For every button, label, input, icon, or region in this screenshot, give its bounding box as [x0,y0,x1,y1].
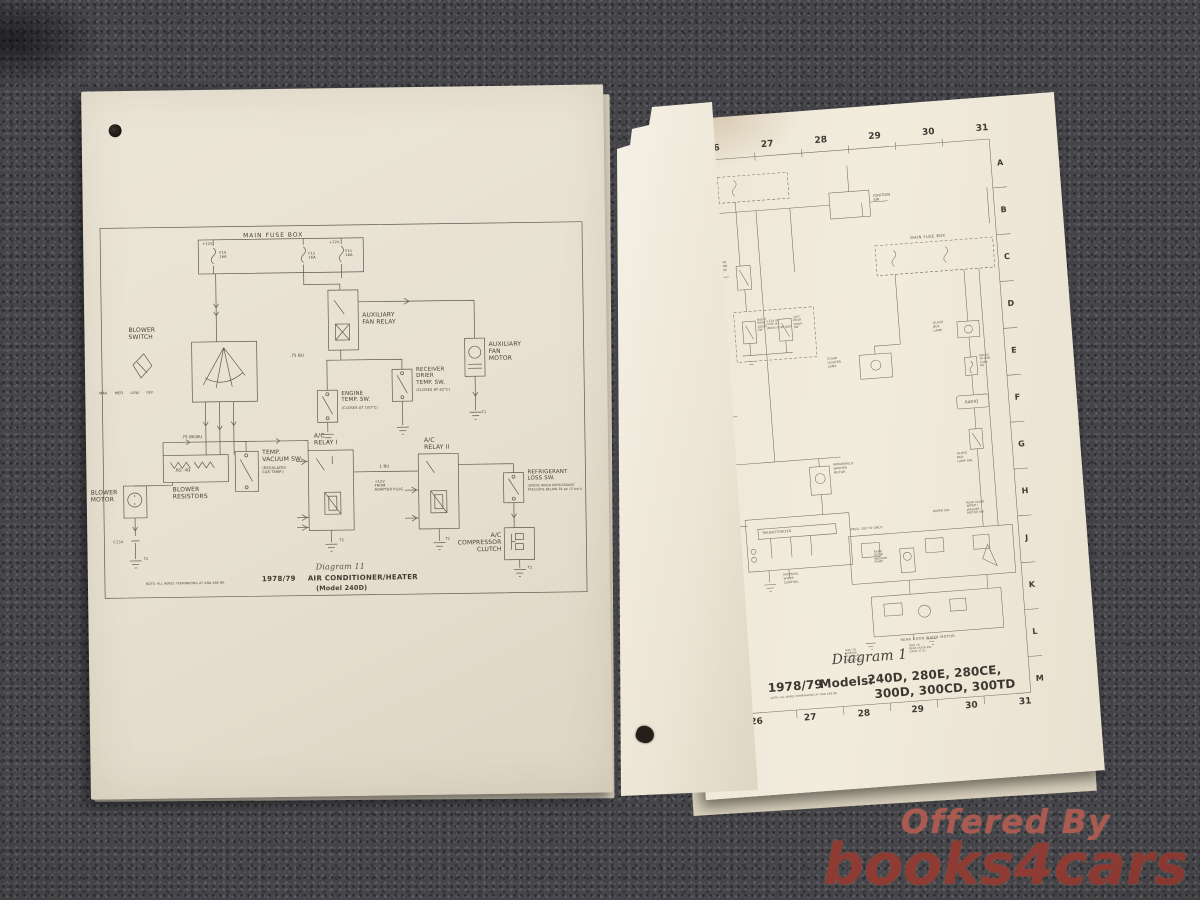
label-main-fuse-box: MAIN FUSE BOX [243,231,304,240]
watermark-offered-by: Offered By [900,801,1111,841]
label-radio-fuse: RADIO IN-LINE FUSE 8A [979,352,991,368]
label-gnd-t2-clutch: T2 [527,565,533,570]
label-blower-resistors: BLOWER RESISTORS [172,486,208,501]
label-wire-1bu: 1 BU [379,463,390,469]
row-k: K [1028,579,1036,590]
col-29-b: 29 [911,704,925,716]
row-b: B [1000,204,1007,215]
col-27: 27 [760,139,774,151]
row-f: F [1014,392,1021,402]
label-rear-door-washer-pump: REAR DOOR WASHER PUMP [873,549,888,565]
label-gnd-t2-relay2: T2 [445,536,451,541]
label-wire-bk-bu: .75 BK/BU [180,434,203,440]
left-title-diagram-11: Diagram 11 [315,561,366,572]
label-adapter-plug-note: +12V FROM ADAPTER PLUG [374,479,404,492]
label-glove-box-lamp-sw: GLOVE BOX LAMP SW. [956,450,973,463]
label-fuse-f10: F10 16A [219,250,227,259]
label-gnd-t2-blower: T2 [143,556,149,561]
label-connector-c134: C134 [113,540,124,545]
label-plus-12v-right: +12V [329,240,340,245]
label-interval-wiper-control: INTERVAL WIPER CONTROL [783,571,800,585]
row-e: E [1010,345,1017,355]
label-temp-vacuum-note: (REGULATES CAR TEMP.) [262,465,286,475]
label-windshield-washer-motor: WINDSHIELD WASHER MOTOR [833,461,854,475]
row-a: A [996,158,1004,168]
label-engine-temp-note: (CLOSES AT 100°C) [341,405,378,411]
left-title-text: AIR CONDITIONER/HEATER [307,573,419,583]
label-fuse-f11: F11 16A [345,248,353,258]
label-resistor-values: .6Ω .4Ω [174,467,191,473]
label-ac-relay-2: A/C RELAY II [423,436,450,452]
label-auxiliary-fan-motor: AUXILIARY FAN MOTOR [488,340,522,363]
row-j: J [1024,533,1029,543]
watermark: Offered By books4cars [823,801,1188,899]
label-ac-compressor-clutch: A/C COMPRESSOR CLUTCH [457,531,502,554]
col-31: 31 [975,123,989,134]
label-blower-switch: BLOWER SWITCH [128,326,156,342]
col-29: 29 [868,131,882,143]
label-gnd-t2-relay1: T2 [339,538,345,543]
label-ac-relay-1: A/C RELAY I [313,432,338,447]
label-receiver-drier-note: (CLOSES AT 62°C) [416,387,451,393]
label-cigar-lighter-lamp: CIGAR LIGHTER LAMP [827,356,842,369]
watermark-books4cars: books4cars [823,832,1188,899]
row-h: H [1021,486,1029,496]
label-receiver-drier-temp-sw: RECEIVER DRIER TEMP. SW. [415,366,446,386]
left-title-year: 1978/79 [261,574,296,584]
label-engine-temp-sw: ENGINE TEMP. SW. [341,390,371,404]
label-radio: RADIO [964,398,979,405]
label-switch-positions: MAX MED LOW OFF [99,390,154,396]
label-right-rear-door-sw: RIGHT REAR DOOR SW [756,317,767,333]
col-30: 30 [921,127,936,138]
row-l: L [1031,626,1038,637]
label-temp-vacuum-sw: TEMP. VACUUM SW. [262,448,303,464]
col-28-b: 28 [857,708,871,720]
label-plus-12v-left: +12V [202,241,213,247]
punch-hole-left-page [108,124,122,138]
row-d: D [1007,298,1015,309]
col-28: 28 [814,135,828,147]
left-page-air-conditioner-diagram: MAIN FUSE BOX +12V +12V F10 16A F12 16A … [81,84,613,800]
left-schematic-linework [99,221,588,599]
label-gnd-rear-door: GND TO REAR DOOR SW. (DIAG 21-E) [908,643,932,654]
label-rear-door-wiper-washer-sw: REAR DOOR WIPER / WASHER MOTOR SW. [966,499,985,516]
row-g: G [1017,439,1026,449]
row-c: C [1003,251,1011,262]
label-wire-75bu: .75 BU [289,352,305,358]
label-left-rear-door-sw: LEFT REAR DOOR SW [792,314,803,330]
col-30-b: 30 [964,700,979,712]
label-refrigerant-loss-sw: REFRIGERANT LOSS SW. [527,468,568,482]
col-27-b: 27 [803,712,817,724]
label-blower-motor: BLOWER MOTOR [90,489,118,504]
label-fuse-f12: F12 16A [308,251,316,260]
punch-hole-blank-sheet [633,723,657,746]
label-gnd-t2-fan: T2 [481,410,487,415]
label-fuse1-note: +12V IN FUSE #1 (MAIN FUSE BOX) [766,318,793,331]
label-ignition-sw: IGNITION SW [873,192,891,203]
left-title-model: (Model 240D) [315,583,368,593]
label-auxiliary-fan-relay: AUXILIARY FAN RELAY [362,311,396,326]
label-glove-box-lamp: GLOVE BOX LAMP [932,319,944,333]
col-31-b: 31 [1018,696,1032,708]
row-m: M [1035,673,1045,684]
label-refrigerant-note: (OPENS WHEN REFRIGERANT PRESSURE BELOW 2… [527,482,583,492]
